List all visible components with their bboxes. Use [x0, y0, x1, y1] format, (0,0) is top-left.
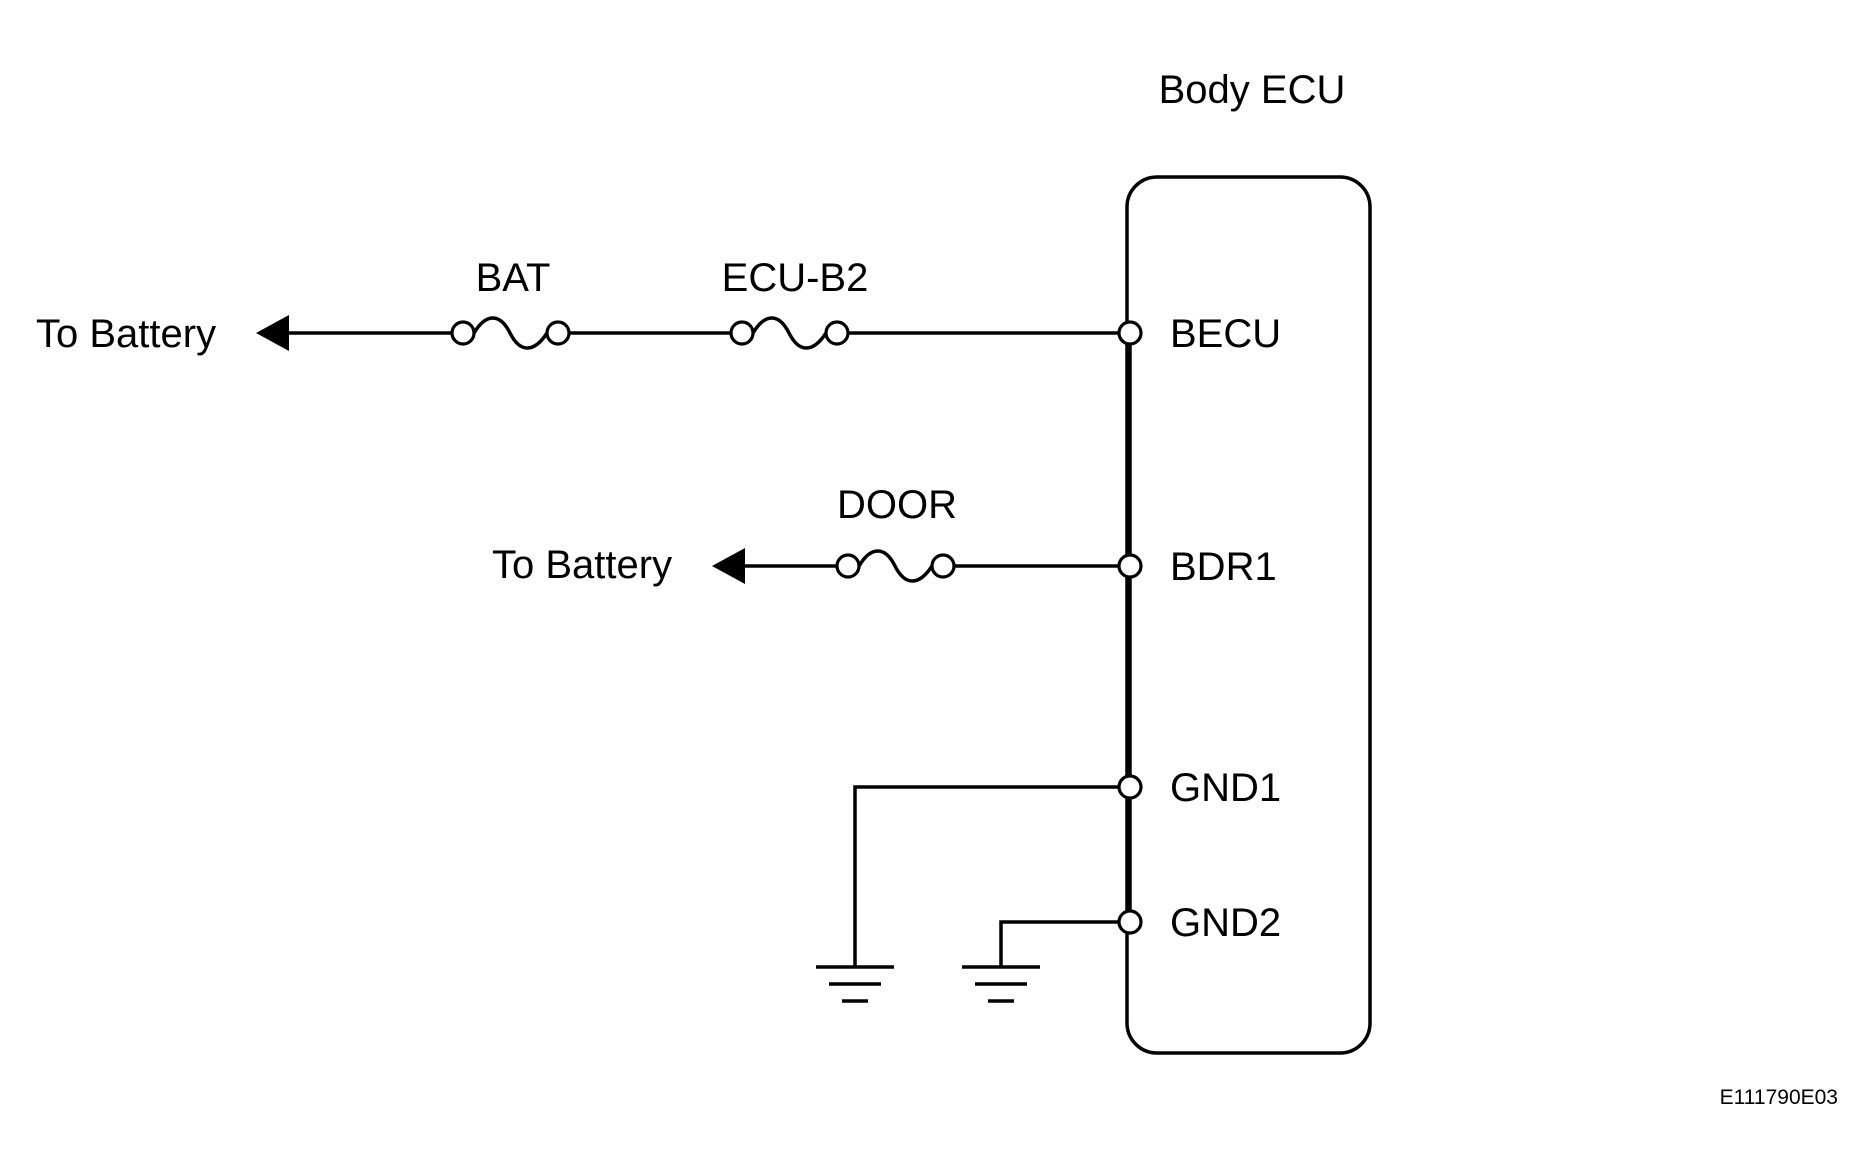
- fuse-ecu-b2-icon: [729, 316, 850, 350]
- pin-label-gnd1: GND1: [1170, 766, 1281, 810]
- arrow-left-icon-middle: [712, 548, 745, 584]
- fuse-label-ecu-b2: ECU-B2: [722, 256, 869, 300]
- pin-label-becu: BECU: [1170, 312, 1281, 356]
- dest-label-middle: To Battery: [492, 543, 672, 587]
- ground-1-icon: [816, 965, 894, 1003]
- wire-gnd1: [853, 785, 1119, 967]
- fuse-bat-icon: [450, 316, 571, 350]
- body-ecu-box: [1125, 175, 1372, 1055]
- pin-gnd2: [1117, 909, 1143, 935]
- fuse-door-icon: [835, 549, 956, 583]
- pin-becu: [1117, 320, 1143, 346]
- ground-2-icon: [962, 965, 1040, 1003]
- fuse-label-bat: BAT: [476, 256, 551, 300]
- fuse-label-door: DOOR: [837, 483, 957, 527]
- pin-label-bdr1: BDR1: [1170, 545, 1277, 589]
- dest-label-top: To Battery: [36, 312, 216, 356]
- pin-label-gnd2: GND2: [1170, 901, 1281, 945]
- figure-code: E111790E03: [1720, 1086, 1838, 1109]
- wire-gnd2: [999, 920, 1119, 967]
- pin-bdr1: [1117, 553, 1143, 579]
- ecu-title: Body ECU: [1159, 68, 1346, 112]
- pin-gnd1: [1117, 774, 1143, 800]
- arrow-left-icon-top: [256, 315, 289, 351]
